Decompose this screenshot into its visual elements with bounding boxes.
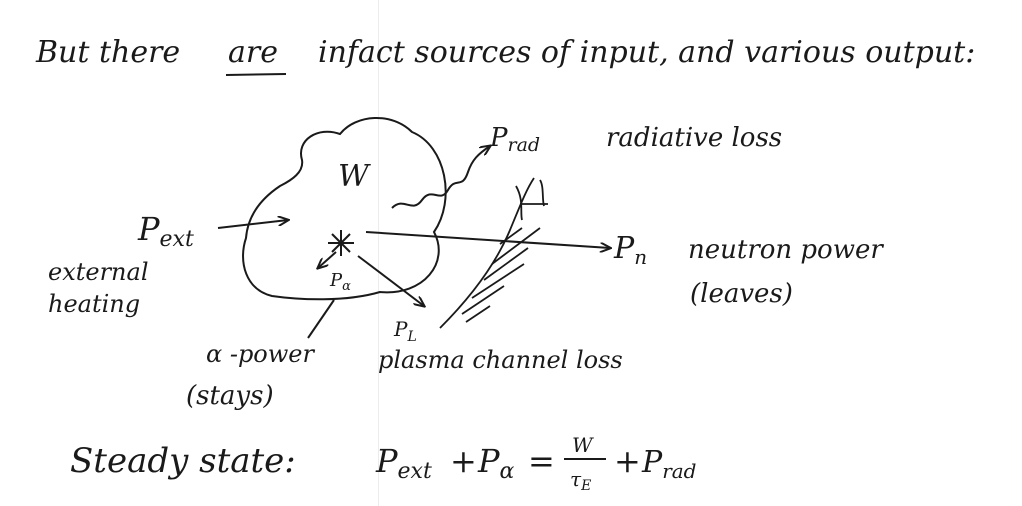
steady-state-lead: Steady state:	[70, 441, 296, 481]
p-rad-label: Prad	[489, 123, 540, 156]
alpha-power-label: α -power	[206, 340, 316, 368]
heading-part1: But there	[35, 35, 180, 70]
emphasis-underline	[225, 73, 287, 76]
p-ext-arrow	[217, 220, 288, 229]
equation-p-alpha: Pα	[477, 442, 515, 484]
equation-p-ext: Pext	[375, 442, 432, 484]
equation-numerator: W	[572, 433, 594, 457]
wall-hatching	[439, 177, 548, 329]
p-n-arrow	[365, 231, 610, 248]
plasma-channel-loss-label: plasma channel loss	[378, 346, 623, 374]
plasma-blob	[242, 117, 447, 301]
heading-part2: infact sources of input, and various out…	[318, 35, 975, 70]
equation-plus-1: +	[450, 442, 477, 480]
heading-emphasis: are	[228, 35, 278, 70]
p-rad-wavy-arrow	[391, 146, 490, 209]
p-alpha-arrow	[318, 251, 337, 268]
equation-p-rad: Prad	[641, 445, 696, 483]
stays-label: (stays)	[186, 381, 274, 411]
energy-w-label: W	[338, 159, 371, 194]
p-l-arrow	[357, 255, 424, 306]
p-alpha-label: Pα	[329, 270, 351, 294]
equation-plus-2: +	[614, 442, 641, 480]
leaves-label: (leaves)	[690, 279, 793, 309]
external-heating-line2: heating	[48, 290, 140, 318]
equation-denominator: τE	[570, 467, 591, 494]
radiative-loss-label: radiative loss	[606, 123, 782, 153]
p-ext-label: Pext	[137, 210, 194, 252]
p-n-label: Pn	[613, 231, 647, 269]
page-crease	[378, 0, 379, 506]
neutron-power-label: neutron power	[688, 235, 884, 265]
equation-equals: =	[528, 442, 555, 480]
fusion-star-icon	[328, 230, 354, 256]
external-heating-line1: external	[48, 258, 149, 286]
p-l-label: PL	[393, 317, 417, 345]
alpha-power-pointer	[307, 299, 335, 339]
